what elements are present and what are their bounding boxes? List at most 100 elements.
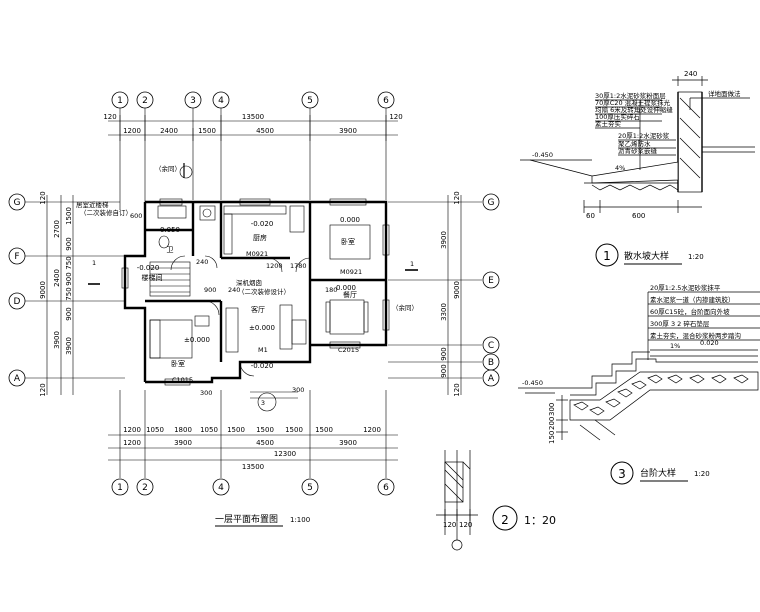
dim-text: 1200 [123, 127, 141, 135]
detail2-title-block: 2 1：20 [492, 505, 556, 531]
axis-bubble-top-3 [184, 91, 202, 109]
section-mark: 1 [410, 260, 414, 268]
dim-note: 1780 [290, 262, 307, 270]
dim-text: 900 [440, 347, 448, 360]
axis-bubble-right-A [482, 369, 500, 387]
detail2-dim: 120 [459, 521, 472, 529]
detail3-note: 300厚 3 2 碎石垫层 [650, 319, 710, 328]
room-label-kitchen: 厨房 [253, 233, 267, 242]
axis-bubble-left-G [8, 193, 26, 211]
plan-thin-details [88, 163, 418, 412]
axis-bubble-bottom-6 [377, 478, 395, 496]
room-elev-kitchen: -0.020 [251, 220, 274, 228]
detail2-drawing [436, 450, 478, 551]
dim-text: 1500 [285, 426, 303, 434]
section-mark: 1 [92, 259, 96, 267]
axis-label: 6 [383, 96, 389, 106]
detail3-note: 素水泥浆一道（内掺建筑胶） [650, 295, 735, 304]
axis-bubble-left-D [8, 292, 26, 310]
axis-label: C [488, 341, 494, 351]
detail1-labels: 30厚1:2水泥砂浆粉面层 70厚C20 混凝土提浆抹光 均隔 6米及转角处设伸… [532, 70, 741, 220]
detail1-wall-note: 详地面做法 [708, 89, 741, 98]
dim-text: 1500 [198, 127, 216, 135]
room-elev-entry: -0.020 [137, 264, 160, 272]
axis-label: 2 [142, 483, 148, 493]
axis-label: 4 [218, 483, 224, 493]
dim-text: 1200 [363, 426, 381, 434]
dim-text: 3900 [53, 331, 61, 349]
dim-text: 120 [103, 113, 116, 121]
axis-label: F [14, 252, 19, 262]
dim-text: 3900 [174, 439, 192, 447]
detail1-inner-note: 20厚1:2水泥砂浆 [618, 131, 670, 140]
dim-text: 120 [453, 383, 461, 396]
room-label-bath: 卫 [167, 246, 174, 254]
detail3-labels: 20厚1:2.5水泥砂浆抹平 素水泥浆一道（内掺建筑胶） 60厚C15砼，台阶面… [522, 283, 741, 444]
detail2-labels: 120 120 [443, 521, 472, 529]
dim-text: 1050 [200, 426, 218, 434]
axis-label: 3 [190, 96, 196, 106]
detail1-dim: 60 [586, 212, 595, 220]
room-elev-living: ±0.000 [249, 324, 275, 332]
detail1-title: 散水坡大样 [624, 250, 669, 262]
detail3-note: 60厚C15砼，台阶面向外坡 [650, 307, 730, 316]
dim-text: 1200 [123, 439, 141, 447]
axis-label: E [488, 276, 494, 286]
dim-text: 1500 [227, 426, 245, 434]
plan-top-dims: 120 13500 120 1200 2400 1500 4500 3900 [103, 113, 402, 135]
room-elev-terrace: -0.020 [251, 362, 274, 370]
dim-note: 1200 [266, 262, 283, 270]
axis-label: B [488, 358, 494, 368]
dim-text: 4500 [256, 439, 274, 447]
window-code: C1015 [172, 376, 193, 384]
dim-text: 1200 [123, 426, 141, 434]
dim-text: 9000 [453, 281, 461, 299]
axis-label: A [488, 374, 495, 384]
detail3-dim: 300 [548, 403, 556, 416]
plan-left-dims: 9000 2700 2400 3900 1500 900 750 900 750… [39, 191, 73, 396]
plan-axis-labels: 1 2 3 4 5 6 1 2 4 5 6 G F D A G E C B A [14, 96, 495, 493]
dim-text: 1500 [65, 207, 73, 225]
dim-note: 240 [196, 258, 208, 266]
door-code: M1 [258, 346, 268, 354]
dim-note: 300 [200, 389, 212, 397]
dim-text: 120 [453, 191, 461, 204]
detail1-inner-note: 聚乙烯防水 [618, 139, 651, 148]
dim-text: 3900 [339, 439, 357, 447]
detail3-dim: 200 [548, 417, 556, 430]
axis-label: 1 [117, 96, 123, 106]
axis-label: A [14, 374, 21, 384]
stair-note-2: （二次装修自订） [80, 208, 132, 217]
dim-text: 1500 [315, 426, 333, 434]
detail1-note: 100厚压实碎石 [595, 112, 640, 121]
dim-note: 300 [292, 386, 304, 394]
detail1-elev: -0.450 [532, 151, 553, 159]
axis-bubble-bottom-1 [111, 478, 129, 496]
room-elev-bath: 0.050 [160, 226, 180, 234]
dim-text: 120 [39, 383, 47, 396]
plan-scale: 1:100 [290, 516, 310, 524]
plan-right-dims: 3900 3300 900 900 9000 120 120 [440, 191, 461, 396]
dim-text: 12300 [274, 450, 296, 458]
axis-bubble-top-5 [301, 91, 319, 109]
dim-text: 9000 [39, 281, 47, 299]
detail3-elev-top: 0.020 [700, 339, 719, 347]
detail3-dim: 150 [548, 431, 556, 444]
dim-text: 120 [389, 113, 402, 121]
axis-label: 5 [307, 96, 313, 106]
axis-bubble-top-6 [377, 91, 395, 109]
plan-room-labels: 卫 0.050 厨房 -0.020 卧室 0.000 卧室 ±0.000 客厅 … [137, 216, 360, 370]
detail1-drawing [520, 76, 755, 213]
detail1-scale: 1:20 [688, 253, 704, 261]
detail2-scale: 1：20 [524, 514, 556, 527]
detail3-elev-bottom: -0.450 [522, 379, 543, 387]
detail3-title: 台阶大样 [640, 467, 676, 479]
detail1-note: 30厚1:2水泥砂浆粉面层 [595, 91, 666, 100]
detail1-number: 1 [603, 249, 611, 263]
window-note: （余同） [155, 164, 181, 173]
detail1-note: 70厚C20 混凝土提浆抹光 [595, 98, 671, 107]
dim-text: 750 [65, 287, 73, 300]
dim-text: 2400 [160, 127, 178, 135]
room-label-bedroom-a: 卧室 [171, 359, 185, 368]
